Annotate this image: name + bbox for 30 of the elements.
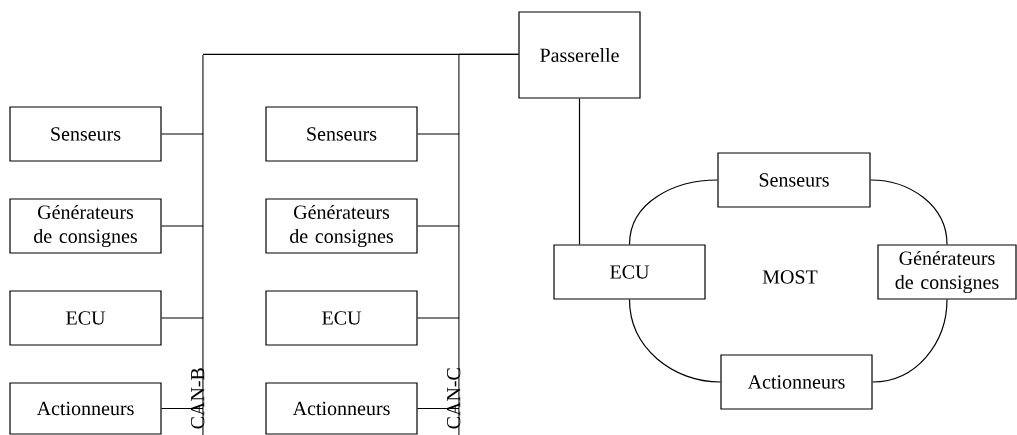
component-box: Actionneurs xyxy=(720,354,873,410)
component-box: Générateurs de consignes xyxy=(265,198,418,254)
component-box: Générateurs de consignes xyxy=(9,198,162,254)
component-box: Générateurs de consignes xyxy=(877,244,1017,300)
connector-line xyxy=(628,179,718,245)
component-box: ECU xyxy=(9,290,162,346)
component-box: ECU xyxy=(553,244,706,300)
component-box: Senseurs xyxy=(265,106,418,162)
connector-line xyxy=(870,179,948,245)
connector-line xyxy=(417,317,460,319)
connector-line xyxy=(161,225,204,227)
component-box: Senseurs xyxy=(717,152,871,208)
connector-line xyxy=(578,98,581,245)
component-box: Senseurs xyxy=(9,106,162,162)
connector-line xyxy=(417,225,460,227)
bus-label: CAN-B xyxy=(191,368,205,429)
connector-line xyxy=(161,407,204,410)
component-box: Actionneurs xyxy=(9,382,162,435)
component-box: ECU xyxy=(265,290,418,346)
bus-label: CAN-C xyxy=(447,368,461,429)
connector-line xyxy=(417,407,460,410)
connector-line xyxy=(161,317,204,319)
connector-line xyxy=(417,133,460,135)
network-label: MOST xyxy=(762,270,818,284)
connector-line xyxy=(872,299,948,383)
connector-line xyxy=(161,133,204,135)
component-box: Passerelle xyxy=(518,11,641,99)
connector-line xyxy=(458,53,519,55)
connector-line xyxy=(628,299,721,383)
component-box: Actionneurs xyxy=(265,382,418,435)
